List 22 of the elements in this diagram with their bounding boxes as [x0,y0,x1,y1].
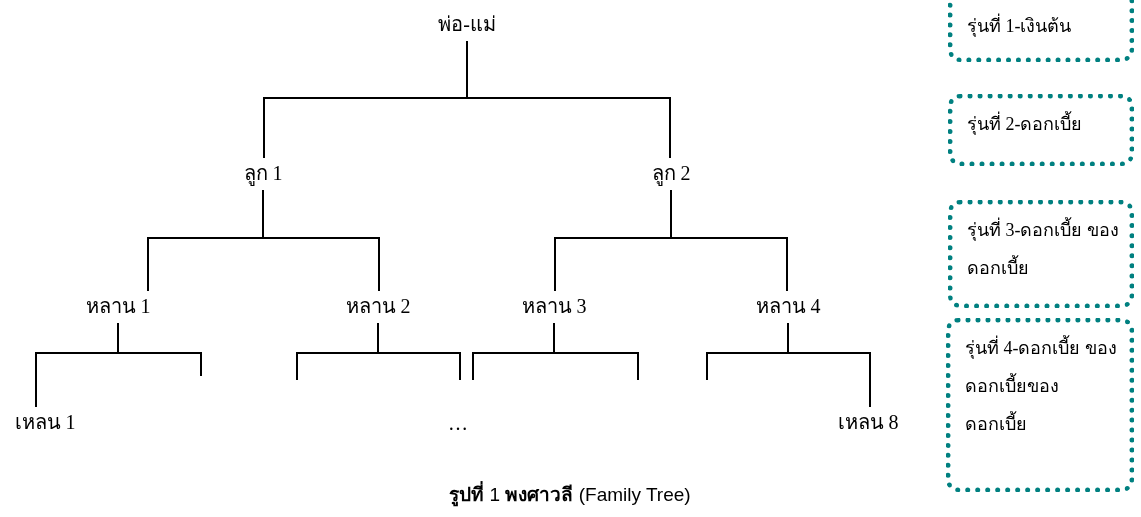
tree-label: หลาน 2 [338,293,418,319]
tree-branch [787,322,871,408]
tree-label: เหลน 1 [7,409,83,435]
tree-branch [262,189,380,292]
tree-label: หลาน 3 [514,293,594,319]
tree-label: เหลน 8 [830,409,906,435]
tree-label: หลาน 1 [78,293,158,319]
generation-box: รุ่นที่ 4-ดอกเบี้ย ของดอกเบี้ยของ ดอกเบี้ย [946,318,1134,492]
tree-label: ลูก 1 [228,160,298,186]
tree-label: พ่อ-แม่ [427,11,507,37]
figure-caption: รูปที่ 1 พงศาวลี (Family Tree) [370,482,770,508]
tree-branch [377,322,461,381]
tree-branch [553,322,639,381]
tree-label: หลาน 4 [748,293,828,319]
tree-branch [117,322,202,377]
generation-box: รุ่นที่ 1-เงินต้น [948,0,1134,62]
tree-label: ลูก 2 [636,160,706,186]
tree-branch [466,40,671,159]
tree-branch [670,189,788,292]
generation-box: รุ่นที่ 3-ดอกเบี้ย ของดอกเบี้ย [948,200,1134,308]
generation-box: รุ่นที่ 2-ดอกเบี้ย [948,94,1134,166]
ellipsis: … [447,411,469,436]
